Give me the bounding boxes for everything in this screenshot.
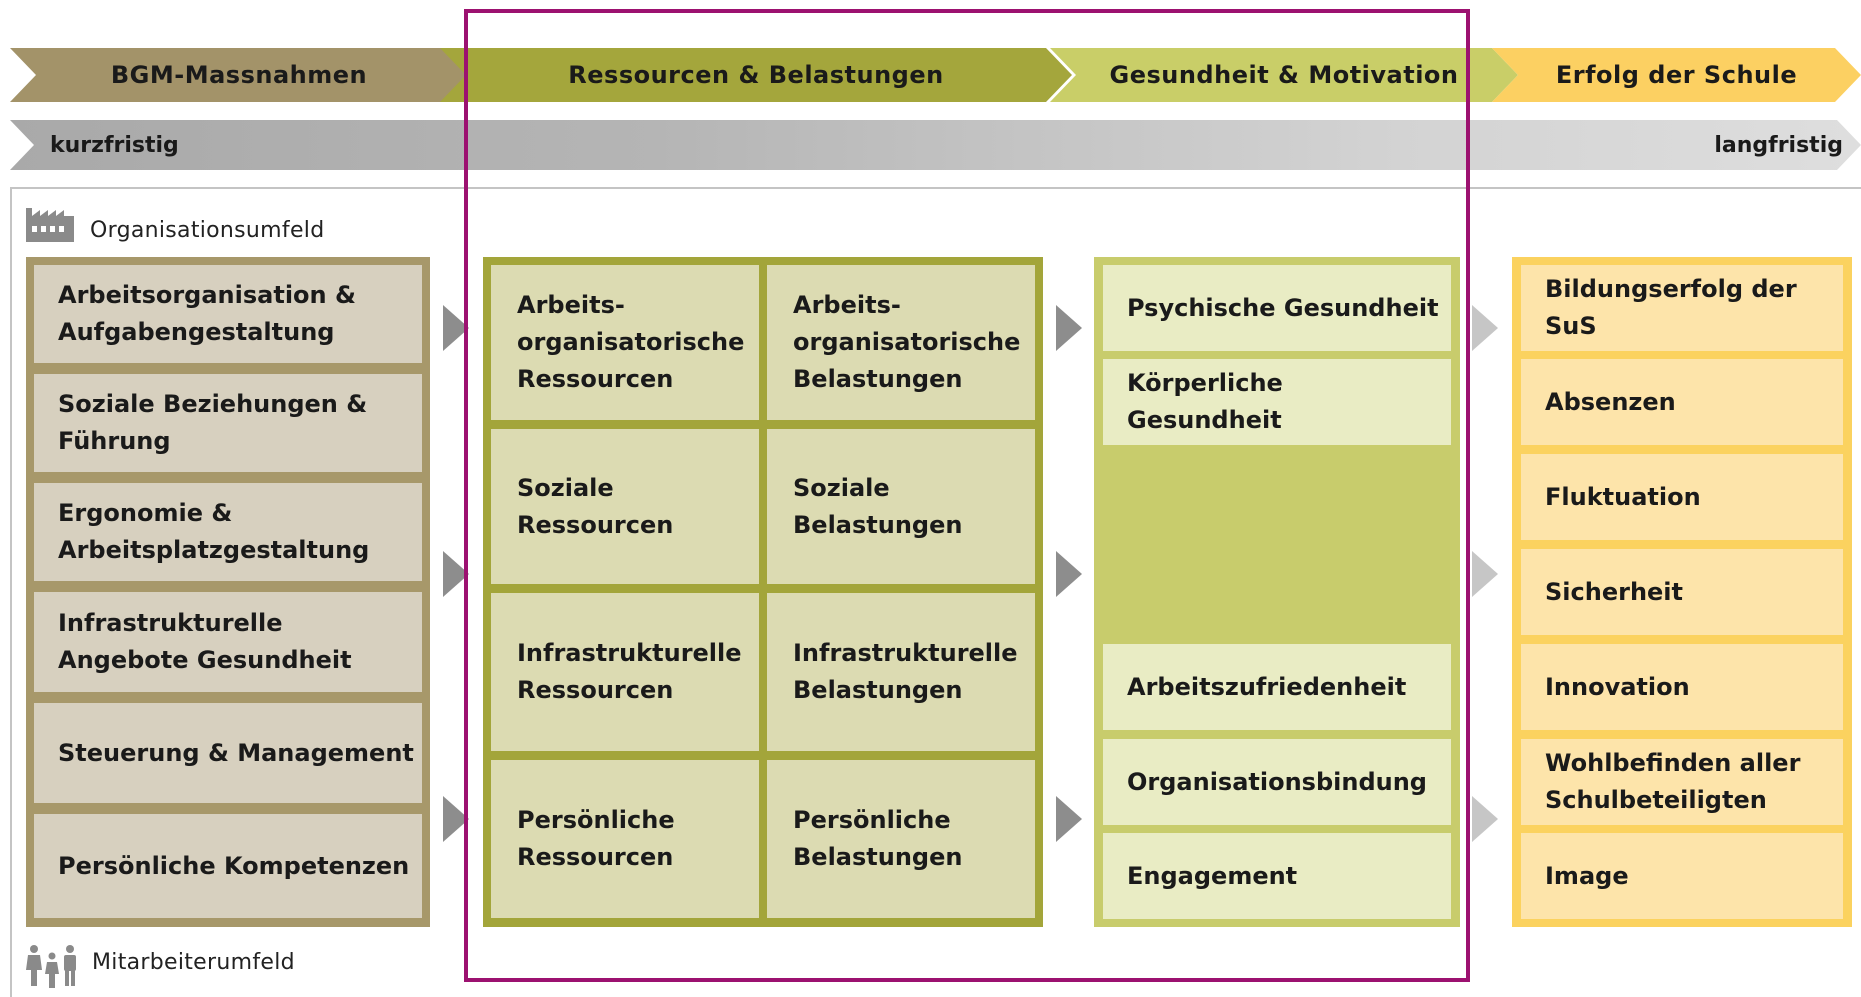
- belastung-cell: Infrastrukturelle Belastungen: [767, 593, 1035, 751]
- massnahme-label: Steuerung & Management: [58, 738, 414, 767]
- highlight-frame: [464, 9, 1470, 982]
- timeline-band: [10, 120, 1861, 170]
- ressource-label: Soziale Ressourcen: [517, 473, 674, 539]
- massnahme-label: Infrastrukturelle Angebote Gesundheit: [58, 609, 352, 674]
- stage-label: Ressourcen & Belastungen: [568, 61, 944, 89]
- ressource-cell: Soziale Ressourcen: [491, 429, 759, 584]
- motivation-cell: Engagement: [1103, 833, 1451, 919]
- flow-arrow-icon: [1472, 796, 1498, 842]
- massnahme-label: Soziale Beziehungen & Führung: [58, 390, 368, 455]
- massnahme-label: Arbeitsorganisation & Aufgabengestaltung: [58, 281, 356, 346]
- flow-arrow-icon: [1056, 551, 1082, 597]
- erfolg-cell: Image: [1521, 833, 1843, 919]
- belastung-cell: Arbeits-organisatorische Belastungen: [767, 265, 1035, 420]
- flow-arrow-icon: [1472, 305, 1498, 351]
- factory-icon: [26, 208, 74, 242]
- massnahme-cell: Ergonomie & Arbeitsplatzgestaltung: [34, 483, 422, 581]
- people-icon: [26, 945, 76, 988]
- belastung-label: Infrastrukturelle Belastungen: [793, 639, 1018, 704]
- erfolg-cell: Fluktuation: [1521, 454, 1843, 540]
- ressource-cell: Infrastrukturelle Ressourcen: [491, 593, 759, 751]
- stage-erfolg-der-schule: Erfolg der Schule: [1492, 48, 1861, 102]
- belastung-cell: Soziale Belastungen: [767, 429, 1035, 584]
- stage-bgm-massnahmen: BGM-Massnahmen: [10, 48, 468, 102]
- massnahme-cell: Persönliche Kompetenzen: [34, 814, 422, 918]
- erfolg-cell: Wohlbefinden aller Schulbeteiligten: [1521, 739, 1843, 825]
- gesundheit-cell: Psychische Gesundheit: [1103, 265, 1451, 351]
- massnahme-cell: Infrastrukturelle Angebote Gesundheit: [34, 592, 422, 692]
- flow-arrow-icon: [1056, 305, 1082, 351]
- massnahme-cell: Arbeitsorganisation & Aufgabengestaltung: [34, 265, 422, 363]
- employee-environment-label: Mitarbeiterumfeld: [92, 950, 295, 975]
- stage-gesundheit-motivation: Gesundheit & Motivation: [1050, 48, 1518, 102]
- erfolg-cell: Innovation: [1521, 644, 1843, 730]
- timeline-start-label: kurzfristig: [50, 133, 179, 158]
- massnahme-label: Ergonomie & Arbeitsplatzgestaltung: [58, 499, 370, 564]
- erfolg-label: Bildungserfolg der SuS: [1545, 275, 1797, 340]
- stage-label: Gesundheit & Motivation: [1109, 61, 1459, 89]
- belastung-label: Soziale Belastungen: [793, 473, 963, 539]
- flow-arrow-icon: [1056, 796, 1082, 842]
- erfolg-cell: Bildungserfolg der SuS: [1521, 265, 1843, 351]
- belastung-label: Persönliche Belastungen: [793, 806, 963, 871]
- gesundheit-label: Körperliche Gesundheit: [1127, 369, 1283, 434]
- erfolg-label: Image: [1545, 861, 1629, 890]
- massnahme-cell: Steuerung & Management: [34, 703, 422, 803]
- ressource-cell: Persönliche Ressourcen: [491, 760, 759, 918]
- erfolg-label: Sicherheit: [1545, 577, 1683, 606]
- gesundheit-cell: Körperliche Gesundheit: [1103, 359, 1451, 445]
- ressource-label: Infrastrukturelle Ressourcen: [517, 639, 742, 704]
- erfolg-column: Bildungserfolg der SuS Absenzen Fluktuat…: [1512, 257, 1852, 927]
- erfolg-label: Innovation: [1545, 672, 1690, 701]
- erfolg-cell: Sicherheit: [1521, 549, 1843, 635]
- organisation-frame: [10, 187, 1861, 997]
- flow-arrow-icon: [1472, 551, 1498, 597]
- erfolg-label: Fluktuation: [1545, 482, 1701, 511]
- ressource-label: Persönliche Ressourcen: [517, 806, 675, 871]
- stage-ressourcen-belastungen: Ressourcen & Belastungen: [440, 48, 1072, 102]
- gesundheit-label: Psychische Gesundheit: [1127, 293, 1439, 322]
- belastung-label: Arbeits-organisatorische Belastungen: [793, 291, 1021, 393]
- belastung-cell: Persönliche Belastungen: [767, 760, 1035, 918]
- erfolg-label: Wohlbefinden aller Schulbeteiligten: [1545, 749, 1801, 814]
- stage-label: BGM-Massnahmen: [110, 61, 368, 89]
- motivation-label: Engagement: [1127, 861, 1298, 890]
- stage-label: Erfolg der Schule: [1555, 61, 1798, 89]
- erfolg-label: Absenzen: [1545, 387, 1676, 416]
- ressource-cell: Arbeits-organisatorische Ressourcen: [491, 265, 759, 420]
- ressource-label: Arbeits-organisatorische Ressourcen: [517, 291, 745, 393]
- motivation-label: Arbeitszufriedenheit: [1127, 672, 1407, 701]
- massnahme-cell: Soziale Beziehungen & Führung: [34, 374, 422, 472]
- gesundheit-motivation-column: Psychische Gesundheit Körperliche Gesund…: [1094, 257, 1460, 927]
- motivation-label: Organisationsbindung: [1127, 767, 1427, 796]
- motivation-cell: Organisationsbindung: [1103, 739, 1451, 825]
- organisation-environment-label: Organisationsumfeld: [90, 218, 325, 243]
- motivation-cell: Arbeitszufriedenheit: [1103, 644, 1451, 730]
- massnahme-label: Persönliche Kompetenzen: [58, 851, 410, 880]
- timeline-end-label: langfristig: [1714, 133, 1843, 158]
- ressourcen-belastungen-column: Arbeits-organisatorische Ressourcen Arbe…: [483, 257, 1043, 927]
- erfolg-cell: Absenzen: [1521, 359, 1843, 445]
- massnahmen-column: Arbeitsorganisation & Aufgabengestaltung…: [26, 257, 430, 927]
